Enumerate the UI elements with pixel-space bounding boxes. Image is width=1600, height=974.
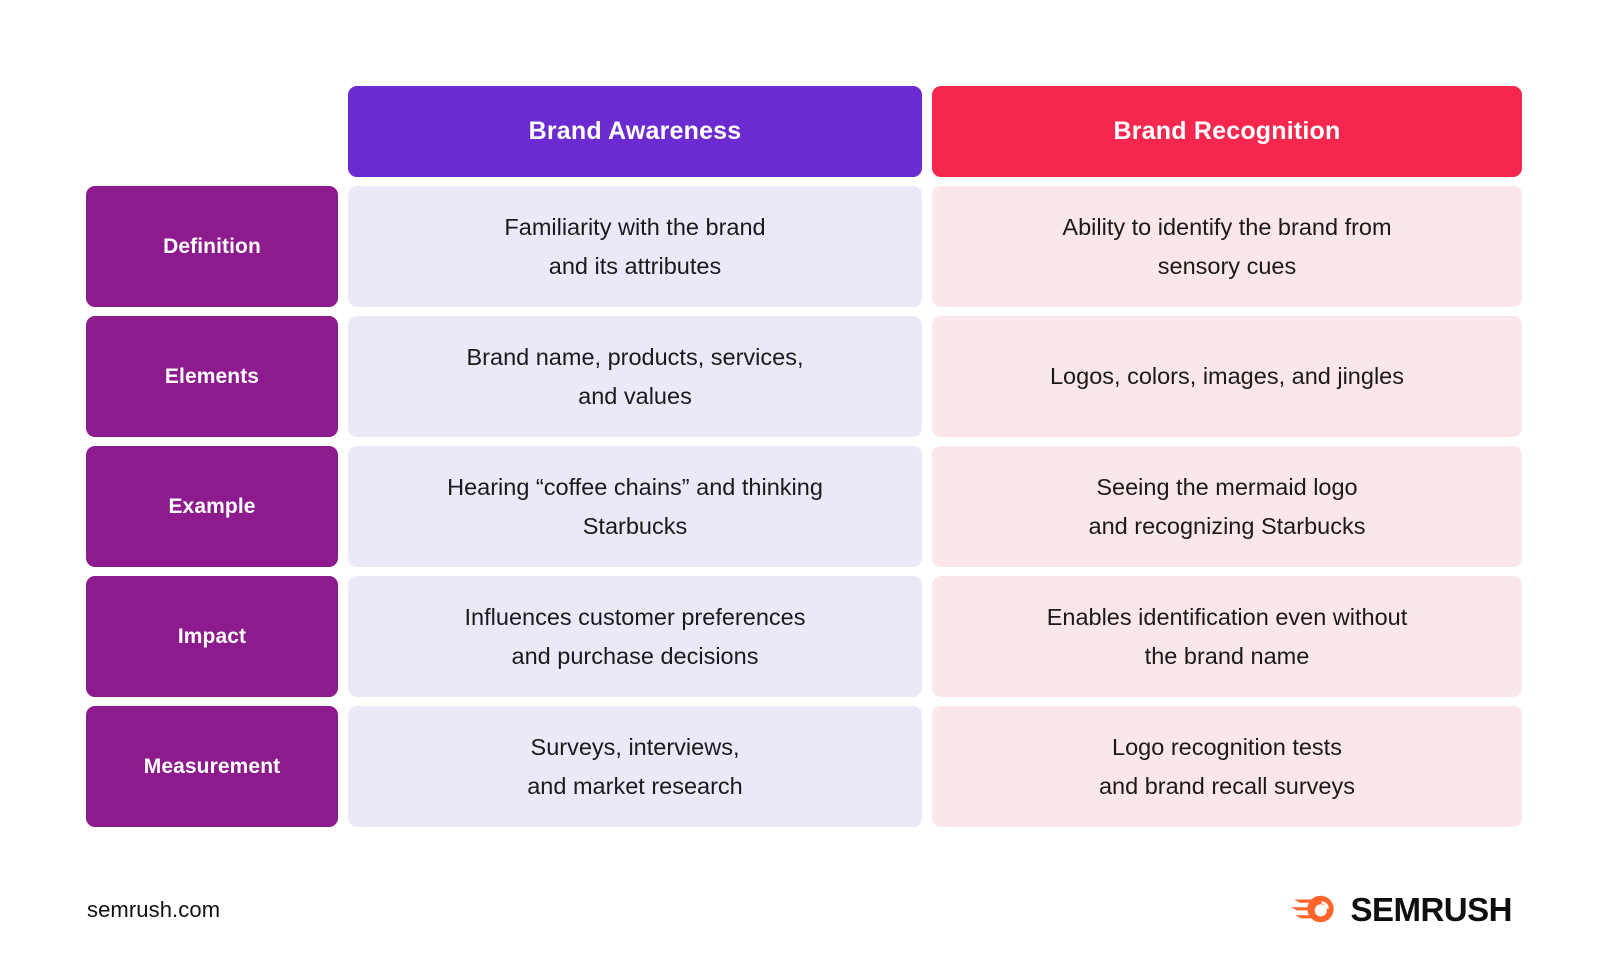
cell-example-awareness: Hearing “coffee chains” and thinking Sta… <box>348 446 922 567</box>
cell-text: Hearing “coffee chains” and thinking Sta… <box>447 474 823 539</box>
cell-text: Surveys, interviews, and market research <box>527 734 743 799</box>
cell-definition-recognition: Ability to identify the brand from senso… <box>932 186 1522 307</box>
row-label-text: Measurement <box>143 754 281 778</box>
column-header-label: Brand Awareness <box>528 117 742 145</box>
cell-measurement-awareness: Surveys, interviews, and market research <box>348 706 922 827</box>
cell-measurement-recognition: Logo recognition tests and brand recall … <box>932 706 1522 827</box>
semrush-wordmark: SEMRUSH <box>1350 890 1512 928</box>
table-corner-spacer <box>86 86 338 177</box>
column-header-brand-recognition: Brand Recognition <box>932 86 1522 177</box>
column-header-brand-awareness: Brand Awareness <box>348 86 922 177</box>
row-label-definition: Definition <box>86 186 338 307</box>
row-label-example: Example <box>86 446 338 567</box>
cell-text: Logo recognition tests and brand recall … <box>1098 734 1356 799</box>
row-label-text: Elements <box>164 364 260 388</box>
row-label-text: Definition <box>163 234 261 258</box>
comparison-table: Brand Awareness Brand Recognition Defini… <box>86 86 1522 827</box>
cell-text: Enables identification even without the … <box>1046 604 1408 669</box>
cell-example-recognition: Seeing the mermaid logo and recognizing … <box>932 446 1522 567</box>
cell-definition-awareness: Familiarity with the brand and its attri… <box>348 186 922 307</box>
cell-text: Brand name, products, services, and valu… <box>466 344 804 409</box>
cell-text: Influences customer preferences and purc… <box>464 604 806 669</box>
semrush-comet-icon <box>1291 892 1337 926</box>
column-header-label: Brand Recognition <box>1113 117 1341 145</box>
cell-text: Logos, colors, images, and jingles <box>1049 363 1404 390</box>
row-label-elements: Elements <box>86 316 338 437</box>
cell-elements-awareness: Brand name, products, services, and valu… <box>348 316 922 437</box>
footer-source-url: semrush.com <box>87 897 221 922</box>
cell-impact-recognition: Enables identification even without the … <box>932 576 1522 697</box>
cell-text: Seeing the mermaid logo and recognizing … <box>1088 474 1366 539</box>
row-label-measurement: Measurement <box>86 706 338 827</box>
semrush-logo: SEMRUSH <box>1291 892 1512 926</box>
row-label-text: Impact <box>177 624 247 648</box>
cell-text: Ability to identify the brand from senso… <box>1062 214 1392 279</box>
cell-text: Familiarity with the brand and its attri… <box>504 214 766 279</box>
cell-elements-recognition: Logos, colors, images, and jingles <box>932 316 1522 437</box>
row-label-text: Example <box>168 494 256 518</box>
cell-impact-awareness: Influences customer preferences and purc… <box>348 576 922 697</box>
row-label-impact: Impact <box>86 576 338 697</box>
